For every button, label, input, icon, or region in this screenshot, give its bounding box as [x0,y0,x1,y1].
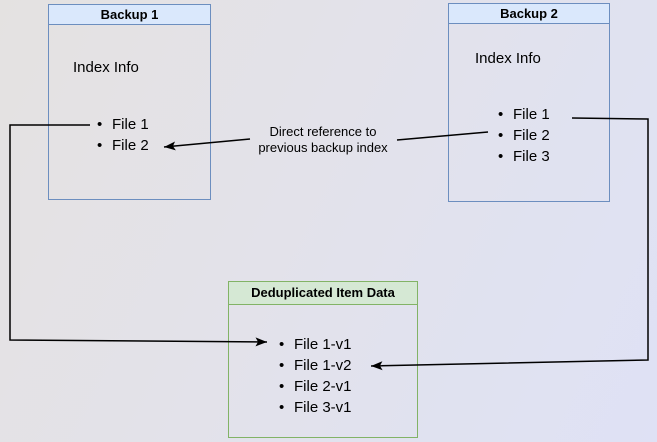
backup1-box: Backup 1 [48,4,211,200]
dedup-item-list: File 1-v1 File 1-v2 File 2-v1 File 3-v1 [279,334,352,418]
list-item: File 3-v1 [279,397,352,418]
dedup-title: Deduplicated Item Data [251,285,395,300]
dedup-header: Deduplicated Item Data [229,282,417,305]
dedup-box: Deduplicated Item Data [228,281,418,438]
list-item: File 2-v1 [279,376,352,397]
backup1-index-info-label: Index Info [73,59,139,76]
list-item: File 3 [498,146,550,167]
list-item: File 2 [498,125,550,146]
list-item: File 2 [97,135,149,156]
list-item: File 1 [97,114,149,135]
annotation-direct-reference: Direct reference to previous backup inde… [258,124,388,155]
backup2-header: Backup 2 [449,4,609,24]
backup1-title: Backup 1 [100,7,159,22]
list-item: File 1-v1 [279,334,352,355]
backup2-title: Backup 2 [500,6,558,21]
backup2-file-list: File 1 File 2 File 3 [498,104,550,167]
list-item: File 1 [498,104,550,125]
backup2-box: Backup 2 [448,3,610,202]
backup2-index-info-label: Index Info [475,50,541,67]
backup1-header: Backup 1 [49,5,210,25]
backup1-file-list: File 1 File 2 [97,114,149,156]
list-item: File 1-v2 [279,355,352,376]
